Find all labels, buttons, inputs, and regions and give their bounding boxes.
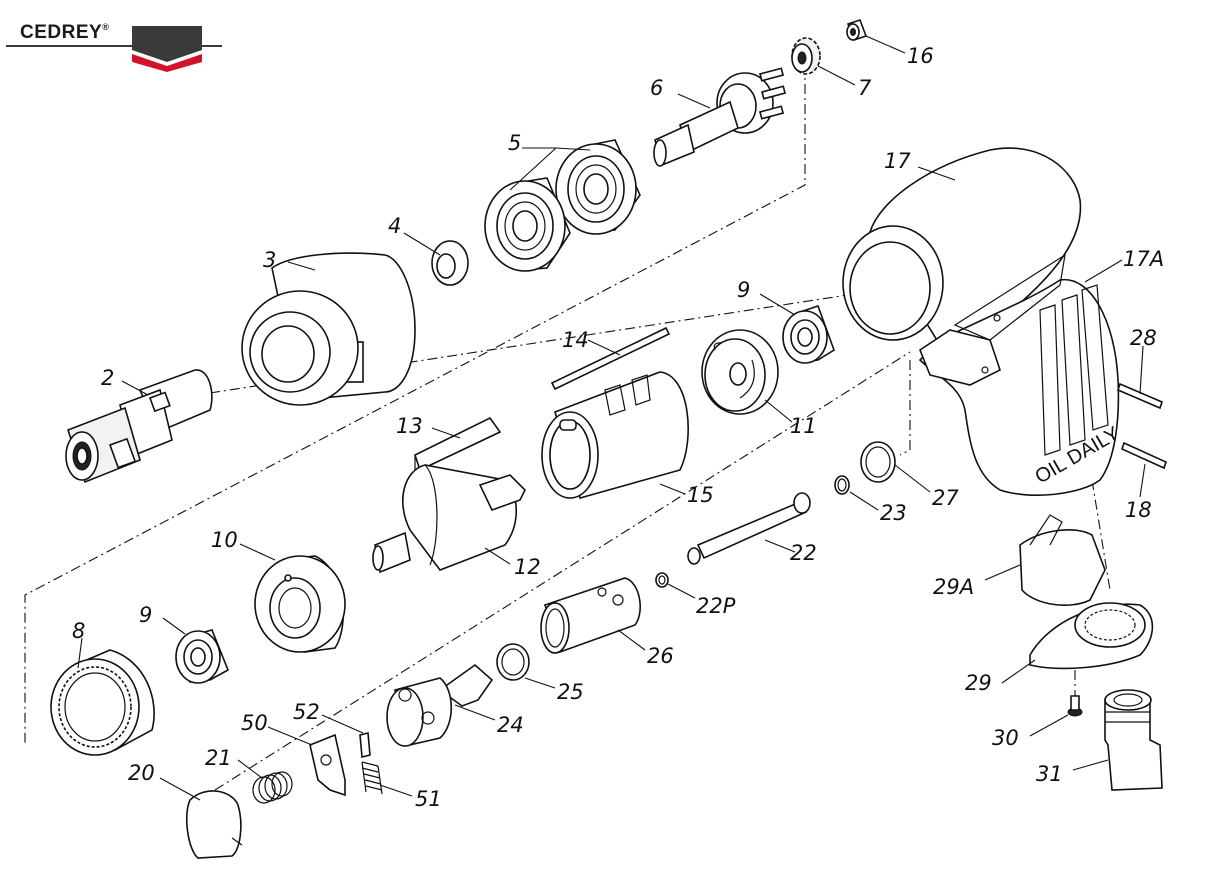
label-part-9-lower: 9 [139,603,152,627]
part-3-housing [241,252,416,406]
label-part-12: 12 [514,555,541,579]
part-20-trigger [185,790,243,859]
part-9-bearing-upper [782,304,835,364]
part-28-pin [1117,382,1163,410]
part-22P-ring [655,572,669,588]
part-26-sleeve [540,577,641,654]
part-11-end-plate [701,329,779,415]
label-part-28: 28 [1130,326,1157,350]
label-part-3: 3 [263,248,276,272]
label-part-30: 30 [992,726,1019,750]
part-51-spring [361,761,383,795]
label-part-31: 31 [1036,762,1063,786]
part-16-bushing [846,18,868,42]
label-part-23: 23 [880,501,907,525]
leader-lines [77,35,1146,801]
brand-name: CEDREY® [20,22,110,43]
label-part-51: 51 [415,787,442,811]
label-part-22P: 22P [696,594,736,618]
label-part-14: 14 [562,328,589,352]
label-part-22: 22 [790,541,817,565]
part-7-gear [791,37,821,75]
part-27-o-ring [860,441,896,483]
dashed-axis-line [24,44,806,745]
part-2-collet [65,369,213,484]
label-part-20: 20 [128,761,155,785]
part-31-air-inlet [1104,689,1163,791]
part-14-rod [550,326,671,391]
label-part-11: 11 [790,414,817,438]
part-18-pin [1121,441,1167,470]
part-15-cylinder [541,371,689,499]
label-part-10: 10 [211,528,238,552]
label-part-27: 27 [932,486,959,510]
part-29-swivel [1029,602,1154,670]
part-9-bearing-lower [175,629,230,684]
label-part-29: 29 [965,671,992,695]
part-8-gear-ring [50,649,155,756]
dashed-axis-line [209,289,881,394]
dashed-axis-line [899,360,911,456]
label-part-13: 13 [396,414,423,438]
label-part-6: 6 [650,76,663,100]
label-part-7: 7 [858,76,872,100]
label-part-15: 15 [687,483,714,507]
label-part-4: 4 [388,214,401,238]
part-5-bearing-pair [484,139,641,272]
part-6-spindle [653,67,787,167]
part-23-o-ring [834,475,850,495]
label-part-16: 16 [907,44,934,68]
label-part-2: 2 [101,366,114,390]
label-part-50: 50 [241,711,268,735]
brand-mark-icon [6,26,222,72]
label-part-26: 26 [647,644,674,668]
label-part-21: 21 [205,746,232,770]
part-22-valve-stem [687,492,811,565]
label-part-29A: 29A [933,575,974,599]
label-part-17A: 17A [1123,247,1164,271]
brand-logo: CEDREY® [6,22,222,72]
part-21-spring [252,771,293,804]
label-part-25: 25 [557,680,584,704]
dashed-axis-line [214,351,911,791]
part-10-bearing-housing [254,555,346,653]
label-part-52: 52 [293,700,320,724]
part-12-rotor [372,464,526,574]
part-25-o-ring [496,643,530,681]
part-50-plate [309,733,346,797]
label-part-5: 5 [508,131,521,155]
part-4-washer [431,240,469,286]
label-part-18: 18 [1125,498,1152,522]
part-24-reverse-valve [386,663,494,747]
label-part-24: 24 [497,713,524,737]
label-part-8: 8 [72,619,85,643]
part-17-main-housing [842,147,1120,496]
part-29A-bracket [1019,514,1106,606]
part-30-screw [1067,695,1083,717]
label-part-17: 17 [884,149,911,173]
dashed-axis-line [1091,479,1111,591]
part-52-pin [359,731,371,759]
label-part-9-upper: 9 [737,278,750,302]
part-13-vane [414,416,502,472]
